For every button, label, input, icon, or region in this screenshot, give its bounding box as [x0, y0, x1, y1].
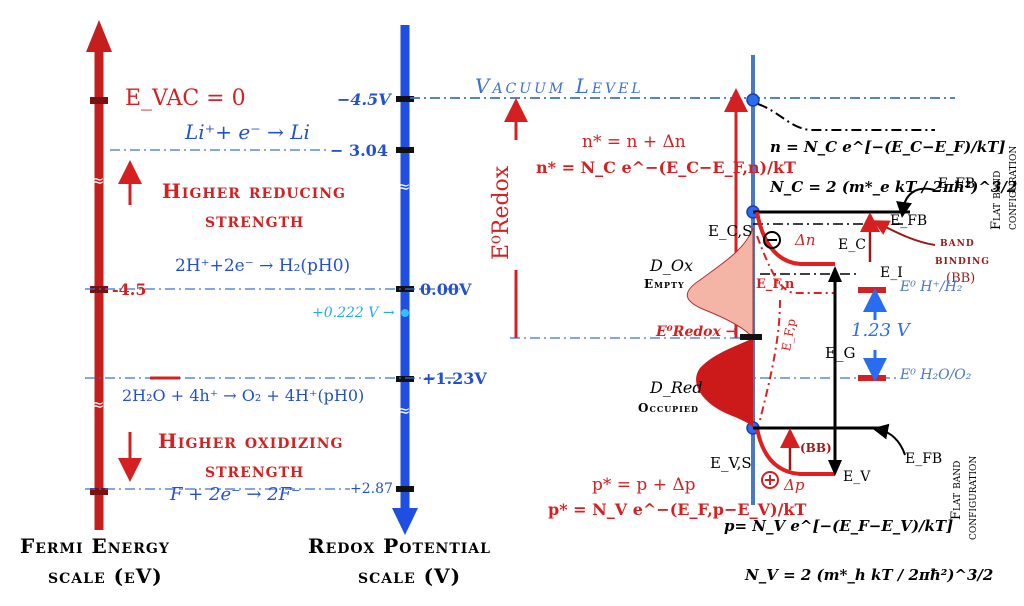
efb-top: E_FB	[938, 176, 976, 192]
svg-text:≈: ≈	[397, 401, 410, 420]
evs-label: E_V,S	[710, 454, 752, 472]
reference-lines	[85, 97, 955, 490]
redox-scale-title-2: scale (V)	[358, 564, 462, 588]
delta-p-label: Δp	[784, 476, 805, 494]
e-o2-label: E⁰ H₂O/O₂	[900, 367, 972, 383]
redox-scale-title-1: Redox Potential	[308, 534, 491, 558]
reaction-o2: 2H₂O + 4h⁺ → O₂ + 4H⁺(pH0)	[122, 386, 365, 405]
svg-text:≈: ≈	[91, 171, 104, 190]
zero-v: 0.00V	[420, 280, 472, 299]
eg-label: E_G	[825, 344, 856, 362]
oxidizing-strength-label: strength	[205, 458, 305, 482]
band-binding-1: band	[940, 235, 975, 250]
plus-1-23: +1.23V	[422, 369, 487, 388]
p-star-full-eq: p* = N_V e^−(E_F,p−E_V)/kT	[548, 500, 807, 519]
efb-top-2: E_FB	[890, 213, 928, 229]
fermi-axis: ≈ ≈	[86, 20, 112, 530]
higher-oxidizing-label: Higher oxidizing	[158, 429, 344, 453]
ei-label: E_I	[880, 265, 903, 281]
vacuum-level-label: Vacuum Level	[475, 74, 644, 98]
svg-text:≈: ≈	[91, 395, 104, 414]
empty-label: Empty	[644, 277, 685, 291]
band-binding-3: (BB)	[946, 271, 976, 286]
flat-band-top-1: Flat band	[989, 170, 1004, 230]
delta-n-label: Δn	[795, 231, 816, 249]
nc-eq: N_C = 2 (m*_e kT / 2πħ²)^3/2	[770, 178, 1018, 196]
redox-axis: ≈ ≈	[392, 25, 418, 535]
p-eq: p= N_V e^[−(E_F−E_V)/kT]	[724, 517, 954, 535]
plus-2-87: +2.87	[350, 481, 393, 497]
flat-band-bottom-1: Flat band	[949, 460, 964, 520]
e-vac-label: E_VAC = 0	[125, 86, 246, 111]
minus-4-5-fermi: -4.5	[112, 280, 147, 299]
svg-text:≈: ≈	[397, 177, 410, 196]
band-binding-2: binding	[935, 253, 990, 268]
higher-reducing-label: Higher reducing	[162, 179, 346, 203]
reaction-f: F + 2e⁻ → 2F⁻	[170, 484, 301, 505]
efb-bottom: E_FB	[905, 451, 943, 467]
bb-label: (BB)	[800, 441, 832, 455]
fermi-scale-title-2: scale (eV)	[48, 564, 163, 588]
fermi-scale-title-1: Fermi Energy	[20, 534, 170, 558]
p-star-eq: p* = p + Δp	[592, 475, 696, 495]
e-redox-arrow-label: E⁰Redox →	[656, 324, 738, 340]
minus-3-04: − 3.04	[330, 141, 388, 160]
flat-band-top-2: configuration	[1005, 145, 1020, 230]
ec-label: E_C	[838, 237, 866, 253]
flat-band-bottom-2: configuration	[965, 455, 980, 540]
occupied-label: Occupied	[638, 401, 699, 415]
ev-label: E_V	[843, 469, 871, 485]
e-h2-label: E⁰ H⁺/H₂	[900, 279, 963, 295]
reaction-h2: 2H⁺+2e⁻ → H₂(pH0)	[175, 256, 351, 276]
dred-label: D_Red	[650, 378, 703, 397]
gap-1-23: 1.23 V	[851, 320, 910, 341]
e-redox-vertical-label: E⁰Redox	[489, 165, 514, 260]
efn-label: E_F,n	[756, 277, 795, 292]
reducing-strength-label: strength	[205, 208, 305, 232]
n-star-full-eq: n* = N_C e^−(E_C−E_F,n)/kT	[536, 158, 796, 177]
plus-0-222-v: +0.222 V →	[312, 305, 395, 321]
n-eq: n = N_C e^[−(E_C−E_F)/kT]	[770, 138, 1006, 156]
minus-4-5-v: −4.5V	[337, 90, 391, 109]
ecs-label: E_C,S	[708, 222, 753, 240]
reaction-li: Li⁺+ e⁻ → Li	[185, 120, 310, 144]
nv-eq: N_V = 2 (m*_h kT / 2πħ²)^3/2	[745, 566, 994, 584]
dox-label: D_Ox	[650, 256, 693, 275]
n-star-eq: n* = n + Δn	[582, 132, 686, 152]
